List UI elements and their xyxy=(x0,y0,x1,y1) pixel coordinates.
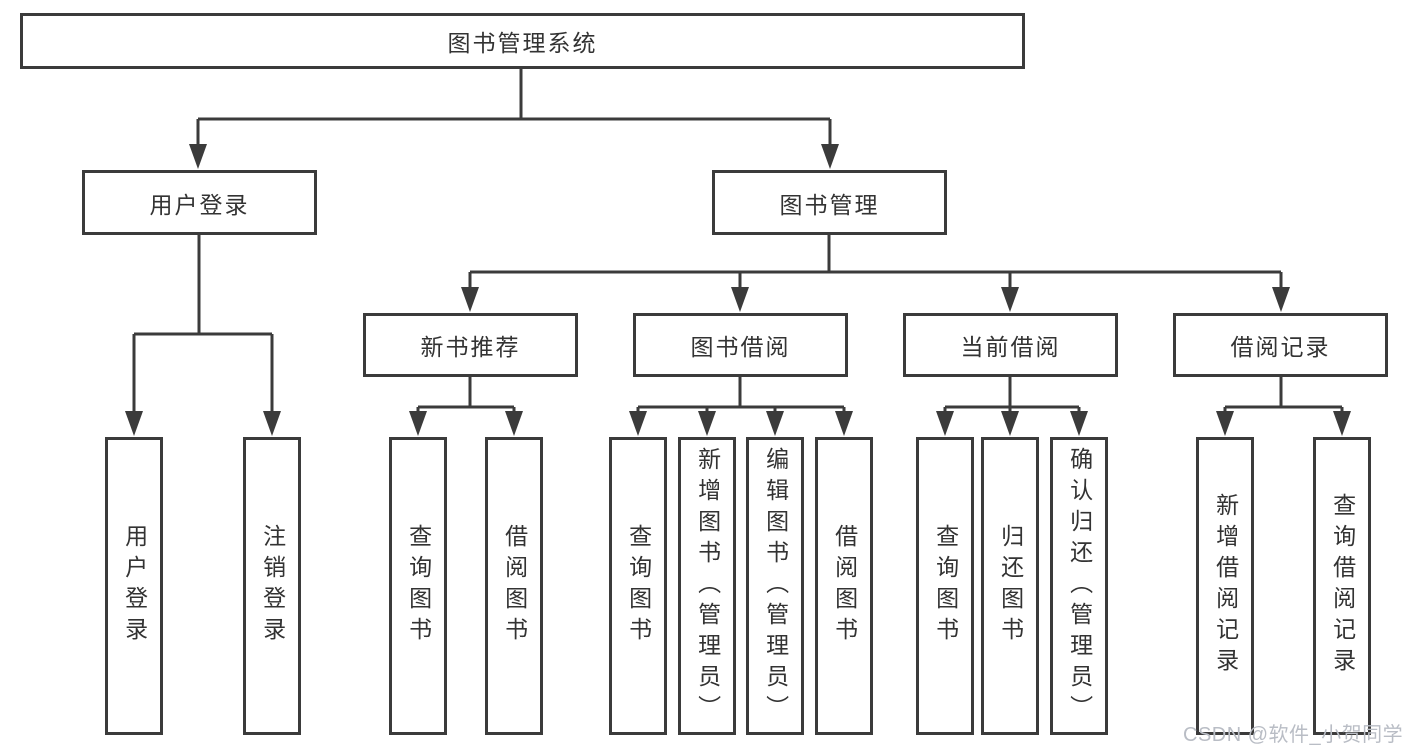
node-label: 用户登录 xyxy=(149,191,250,218)
leaf-query-borrow-record: 查询借阅记录 xyxy=(1313,437,1371,735)
node-label: 查询图书 xyxy=(405,524,432,648)
node-label: 归还图书 xyxy=(997,524,1024,648)
leaf-borrow-books: 借阅图书 xyxy=(815,437,873,735)
node-label: 确认归还（管理员） xyxy=(1066,446,1093,726)
node-label: 借阅图书 xyxy=(501,524,528,648)
node-library-management-system: 图书管理系统 xyxy=(20,13,1025,69)
leaf-confirm-return-admin: 确认归还（管理员） xyxy=(1050,437,1108,735)
node-current-borrow: 当前借阅 xyxy=(903,313,1118,377)
leaf-add-book-admin: 新增图书（管理员） xyxy=(678,437,736,735)
node-user-login: 用户登录 xyxy=(82,170,317,235)
node-book-borrow: 图书借阅 xyxy=(633,313,848,377)
leaf-query-books-borrow: 查询图书 xyxy=(609,437,667,735)
node-label: 新增图书（管理员） xyxy=(694,446,721,726)
node-label: 用户登录 xyxy=(121,524,148,648)
node-label: 编辑图书（管理员） xyxy=(762,446,789,726)
node-label: 图书管理 xyxy=(779,191,880,218)
leaf-logout: 注销登录 xyxy=(243,437,301,735)
node-label: 当前借阅 xyxy=(960,334,1061,360)
node-label: 查询图书 xyxy=(625,524,652,648)
leaf-user-login: 用户登录 xyxy=(105,437,163,735)
leaf-add-borrow-record: 新增借阅记录 xyxy=(1196,437,1254,735)
node-borrow-records: 借阅记录 xyxy=(1173,313,1388,377)
node-book-management: 图书管理 xyxy=(712,170,947,235)
node-label: 新增借阅记录 xyxy=(1212,493,1239,679)
node-label: 图书管理系统 xyxy=(447,30,598,56)
node-label: 借阅图书 xyxy=(831,524,858,648)
node-label: 借阅记录 xyxy=(1230,334,1331,360)
leaf-borrow-books-recommend: 借阅图书 xyxy=(485,437,543,735)
leaf-return-book: 归还图书 xyxy=(981,437,1039,735)
leaf-query-books-recommend: 查询图书 xyxy=(389,437,447,735)
node-label: 新书推荐 xyxy=(420,334,521,360)
node-label: 查询借阅记录 xyxy=(1329,493,1356,679)
node-new-book-recommend: 新书推荐 xyxy=(363,313,578,377)
node-label: 查询图书 xyxy=(932,524,959,648)
leaf-query-books-current: 查询图书 xyxy=(916,437,974,735)
leaf-edit-book-admin: 编辑图书（管理员） xyxy=(746,437,804,735)
node-label: 图书借阅 xyxy=(690,334,791,360)
node-label: 注销登录 xyxy=(259,524,286,648)
csdn-watermark: CSDN @软件_小贺同学 xyxy=(1183,724,1404,746)
